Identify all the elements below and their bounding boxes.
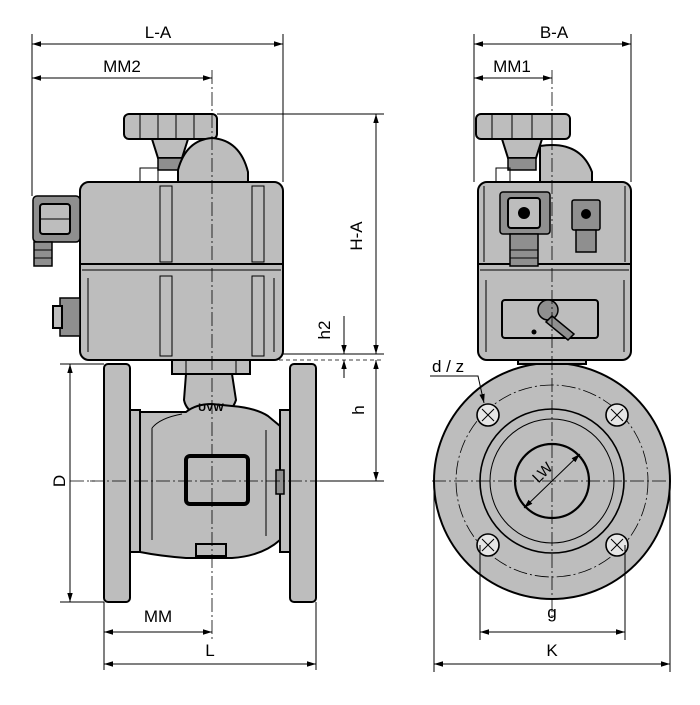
actuator-housing — [79, 181, 284, 361]
dim-label-h: h — [349, 405, 368, 414]
dim-label-ha: H-A — [347, 221, 366, 251]
dim-label-mm2: MM2 — [103, 57, 141, 76]
bolt-hole — [605, 533, 629, 557]
side-view: UVW L-A MM2 D MM L H-A — [31, 23, 384, 670]
dim-label-mm1: MM1 — [493, 57, 531, 76]
handwheel-front — [475, 113, 593, 183]
front-view: LW d / z B-A MM1 g K — [430, 23, 672, 672]
handwheel — [123, 113, 249, 183]
bolt-hole — [605, 403, 629, 427]
dim-label-d: D — [50, 475, 69, 487]
dim-label-mm: MM — [144, 607, 172, 626]
dim-label-k: K — [546, 641, 558, 660]
dim-label-la: L-A — [145, 23, 172, 42]
side-connector-plug — [32, 195, 81, 337]
dim-label-dz: d / z — [432, 357, 464, 376]
dim-label-ba: B-A — [540, 23, 569, 42]
dim-label-g: g — [547, 603, 556, 622]
coupling — [171, 359, 251, 415]
actuator-housing-front — [477, 181, 632, 361]
dim-label-h2: h2 — [315, 321, 334, 340]
bolt-hole — [476, 403, 500, 427]
brand-marking: UVW — [198, 402, 224, 414]
dim-label-l: L — [205, 641, 214, 660]
bolt-hole — [476, 533, 500, 557]
